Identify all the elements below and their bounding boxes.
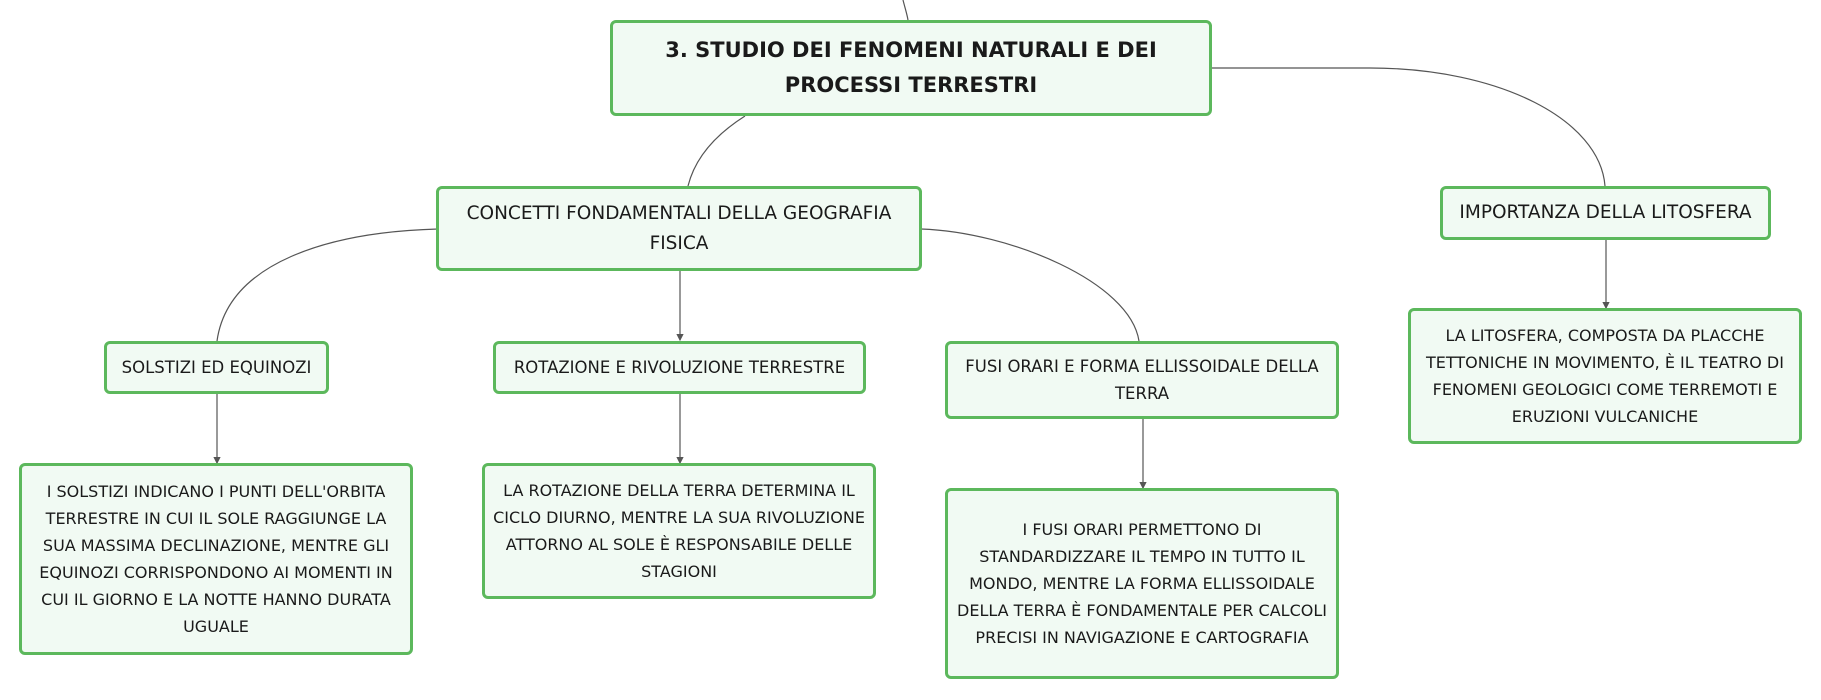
connector-concetti-fusi: [920, 228, 1140, 342]
topic-rotazione-label: ROTAZIONE E RIVOLUZIONE TERRESTRE: [513, 358, 846, 377]
connector-root-concetti: [687, 115, 746, 187]
branch-concetti-node[interactable]: CONCETTI FONDAMENTALI DELLA GEOGRAFIA FI…: [436, 186, 922, 271]
root-node[interactable]: 3. STUDIO DEI FENOMENI NATURALI E DEI PR…: [610, 20, 1212, 116]
topic-rotazione-node[interactable]: ROTAZIONE E RIVOLUZIONE TERRESTRE: [493, 341, 866, 394]
topic-solstizi-label: SOLSTIZI ED EQUINOZI: [121, 358, 312, 377]
connector-root-litosfera: [1212, 67, 1606, 187]
root-node-label: 3. STUDIO DEI FENOMENI NATURALI E DEI PR…: [665, 38, 1157, 97]
branch-concetti-label: CONCETTI FONDAMENTALI DELLA GEOGRAFIA FI…: [466, 202, 892, 254]
topic-fusi-label: FUSI ORARI E FORMA ELLISSOIDALE DELLA TE…: [965, 357, 1319, 403]
detail-fusi-node[interactable]: I FUSI ORARI PERMETTONO DI STANDARDIZZAR…: [945, 488, 1339, 679]
branch-litosfera-label: IMPORTANZA DELLA LITOSFERA: [1459, 202, 1752, 223]
topic-fusi-node[interactable]: FUSI ORARI E FORMA ELLISSOIDALE DELLA TE…: [945, 341, 1339, 419]
detail-rotazione-text: LA ROTAZIONE DELLA TERRA DETERMINA IL CI…: [493, 481, 865, 581]
detail-solstizi-text: I SOLSTIZI INDICANO I PUNTI DELL'ORBITA …: [39, 482, 393, 636]
detail-rotazione-node[interactable]: LA ROTAZIONE DELLA TERRA DETERMINA IL CI…: [482, 463, 876, 599]
detail-litosfera-text: LA LITOSFERA, COMPOSTA DA PLACCHE TETTON…: [1426, 326, 1784, 426]
connector-concetti-solstizi: [216, 228, 439, 342]
connector-parent-root: [902, 0, 909, 21]
detail-litosfera-node[interactable]: LA LITOSFERA, COMPOSTA DA PLACCHE TETTON…: [1408, 308, 1802, 444]
detail-solstizi-node[interactable]: I SOLSTIZI INDICANO I PUNTI DELL'ORBITA …: [19, 463, 413, 655]
branch-litosfera-node[interactable]: IMPORTANZA DELLA LITOSFERA: [1440, 186, 1771, 240]
topic-solstizi-node[interactable]: SOLSTIZI ED EQUINOZI: [104, 341, 329, 394]
detail-fusi-text: I FUSI ORARI PERMETTONO DI STANDARDIZZAR…: [957, 520, 1327, 647]
